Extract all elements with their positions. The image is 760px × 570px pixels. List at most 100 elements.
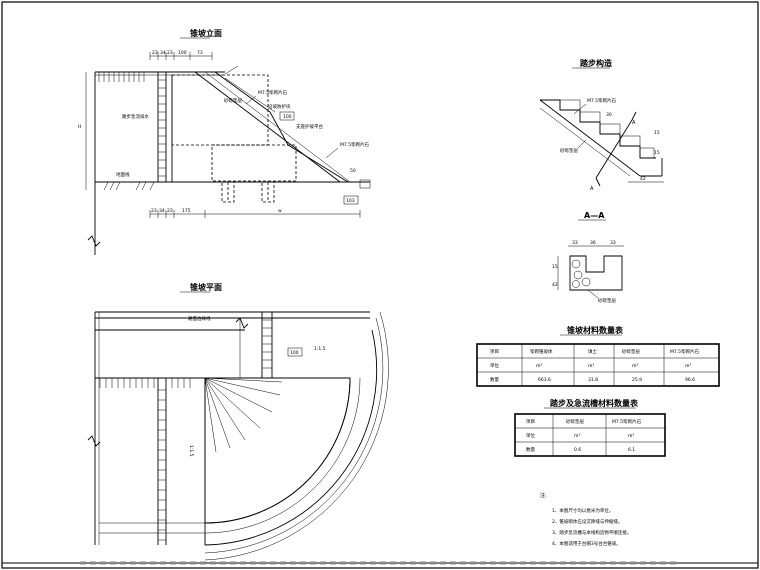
bottom-dim-1: 23 bbox=[151, 208, 157, 214]
cone-h-0: 项目 bbox=[490, 349, 499, 355]
section-mark-a-top: A bbox=[632, 120, 636, 126]
step-side-1: 15 bbox=[654, 130, 660, 136]
aa-dim-top-1: 33 bbox=[572, 240, 578, 246]
label-wing-slab: 支座护坡平台 bbox=[296, 123, 323, 130]
step-slope-base bbox=[539, 99, 641, 177]
cone-h-1: 浆砌锥坡体 bbox=[530, 348, 553, 355]
aa-trough bbox=[569, 255, 623, 291]
step-brick-hatching bbox=[559, 99, 655, 159]
label-road-edge: 路面边缘线 bbox=[188, 315, 211, 322]
cone-r1-c4: m³ bbox=[685, 363, 691, 369]
step-h-0: 项目 bbox=[526, 419, 535, 425]
plan-slope-top: 1:1.5 bbox=[314, 346, 326, 352]
label-m75-top: M7.5浆砌片石 bbox=[258, 89, 288, 96]
elevation-view: 锥坡立面 23 34 23 100 73 bbox=[78, 28, 371, 255]
cone-r2-c2: 31.8 bbox=[588, 377, 598, 383]
step-r2-c2: 6.1 bbox=[628, 447, 635, 453]
slope-top-segment bbox=[214, 71, 271, 113]
note-2: 2、锥坡砌体应设沉降缝与伸缩缝。 bbox=[552, 518, 622, 525]
notes-heading: 注: bbox=[540, 492, 547, 499]
left-hatching bbox=[98, 72, 145, 82]
top-dim-4: 100 bbox=[178, 50, 187, 56]
label-ground-line: 地面线 bbox=[116, 171, 130, 178]
cone-r1-c3: m³ bbox=[632, 363, 638, 369]
cone-r2-c1: 663.6 bbox=[538, 377, 551, 383]
slope-line-upper bbox=[194, 71, 341, 183]
label-anchor-slab: 沿坡防护块 bbox=[268, 103, 291, 110]
plan-title: 锥坡平面 bbox=[190, 282, 222, 292]
cone-r1-c0: 单位 bbox=[490, 362, 499, 369]
mark-50: 50 bbox=[350, 168, 356, 174]
radial-fan bbox=[204, 377, 283, 453]
step-table-title: 踏步及急流槽材料数量表 bbox=[550, 398, 639, 408]
abutment-outline bbox=[171, 74, 269, 146]
bottom-dim-2: 34 bbox=[159, 208, 165, 214]
break-mark-road bbox=[235, 317, 249, 329]
plan-view: 锥坡平面 路面边缘线 bbox=[87, 235, 389, 561]
top-dimension-chain: 23 34 23 100 73 bbox=[149, 50, 213, 60]
top-dim-1: 23 bbox=[152, 50, 158, 56]
cone-r2-c0: 数量 bbox=[490, 376, 499, 383]
cone-table-title: 锥坡材料数量表 bbox=[567, 325, 624, 335]
mark-100: 100 bbox=[283, 114, 292, 120]
label-ditch-pipe: 路步急流排水 bbox=[122, 113, 149, 120]
cone-h-3: 砂砾垫层 bbox=[622, 348, 640, 355]
notes: 注: 1、本图尺寸均以厘米为单位。 2、锥坡砌体应设沉降缝与伸缩缝。 3、踏步急… bbox=[540, 492, 631, 547]
cone-h-2: 填土 bbox=[588, 348, 597, 355]
step-r2-c1: 0.6 bbox=[574, 447, 581, 453]
ground-hatching bbox=[103, 181, 155, 191]
aa-dim-left-top: 15 bbox=[552, 264, 558, 270]
bottom-dimension-chain: 23 34 23 175 w bbox=[149, 208, 361, 218]
step-side-2: 15 bbox=[654, 150, 660, 156]
section-aa: A—A 33 36 33 15 42 砂砾垫层 bbox=[552, 211, 624, 304]
step-h-2: M7.5浆砌片石 bbox=[612, 418, 642, 425]
bottom-dim-3: 23 bbox=[167, 208, 173, 214]
top-dim-3: 23 bbox=[167, 50, 173, 56]
step-r1-c0: 单位 bbox=[526, 432, 535, 439]
top-dim-2: 34 bbox=[160, 50, 166, 56]
aa-dim-left: 42 bbox=[552, 282, 558, 288]
plan-hatching bbox=[99, 378, 191, 388]
plan-ladder bbox=[157, 378, 167, 545]
cone-h-4: M7.5浆砌片石 bbox=[670, 348, 700, 355]
cone-r1-c2: m³ bbox=[588, 363, 594, 369]
step-detail: 踏步构造 A A M7.5浆砌片石 砂砾垫层 30 42 15 15 bbox=[539, 58, 664, 192]
step-dim-30: 30 bbox=[606, 112, 612, 118]
bottom-dim-4: 175 bbox=[182, 208, 191, 214]
break-mark-plan bbox=[87, 435, 101, 447]
plan-dim-100: 100 bbox=[290, 350, 299, 356]
cone-material-table: 锥坡材料数量表 项目 浆砌锥坡体 填土 砂砾垫层 M7.5浆砌片石 单位 m³ … bbox=[476, 325, 720, 387]
footing-outline bbox=[211, 144, 297, 182]
cone-r2-c3: 25.9 bbox=[632, 377, 642, 383]
plan-slope-side: 1:1.5 bbox=[188, 445, 194, 457]
aa-gravel-label: 砂砾垫层 bbox=[598, 297, 616, 304]
mark-103: 103 bbox=[346, 198, 355, 204]
label-mortar-bed: 砂砾垫层 bbox=[224, 97, 242, 104]
note-3: 3、踏步急流槽与本线构造物平顺连接。 bbox=[552, 529, 631, 536]
ladder-steps bbox=[157, 72, 167, 182]
cone-outer-arc-1 bbox=[204, 329, 378, 546]
step-detail-title: 踏步构造 bbox=[580, 58, 612, 68]
height-label: H bbox=[78, 124, 81, 130]
plan-upper-ladder bbox=[261, 312, 273, 378]
note-1: 1、本图尺寸均以厘米为单位。 bbox=[552, 507, 613, 514]
step-material-table: 踏步及急流槽材料数量表 项目 砂砾垫层 M7.5浆砌片石 单位 m³ m³ 数量… bbox=[514, 398, 666, 457]
step-r2-c0: 数量 bbox=[526, 446, 535, 453]
step-label-m75: M7.5浆砌片石 bbox=[587, 97, 617, 104]
elevation-title: 锥坡立面 bbox=[190, 28, 222, 38]
step-label-gravel: 砂砾垫层 bbox=[560, 147, 578, 154]
step-r1-c1: m³ bbox=[574, 433, 580, 439]
aa-dim-top-2: 36 bbox=[590, 240, 596, 246]
note-4: 4、本图适用于台帽3号台台锥坡。 bbox=[552, 540, 621, 547]
aa-dim-top-3: 33 bbox=[610, 240, 616, 246]
break-mark-elev bbox=[87, 235, 101, 247]
step-h-1: 砂砾垫层 bbox=[566, 418, 584, 425]
cone-r2-c4: 96.6 bbox=[685, 377, 695, 383]
section-aa-title: A—A bbox=[584, 211, 605, 220]
cone-r1-c1: m³ bbox=[536, 363, 542, 369]
step-dim-42: 42 bbox=[640, 176, 646, 182]
bottom-dim-5: w bbox=[278, 209, 282, 214]
step-r1-c2: m³ bbox=[628, 433, 634, 439]
